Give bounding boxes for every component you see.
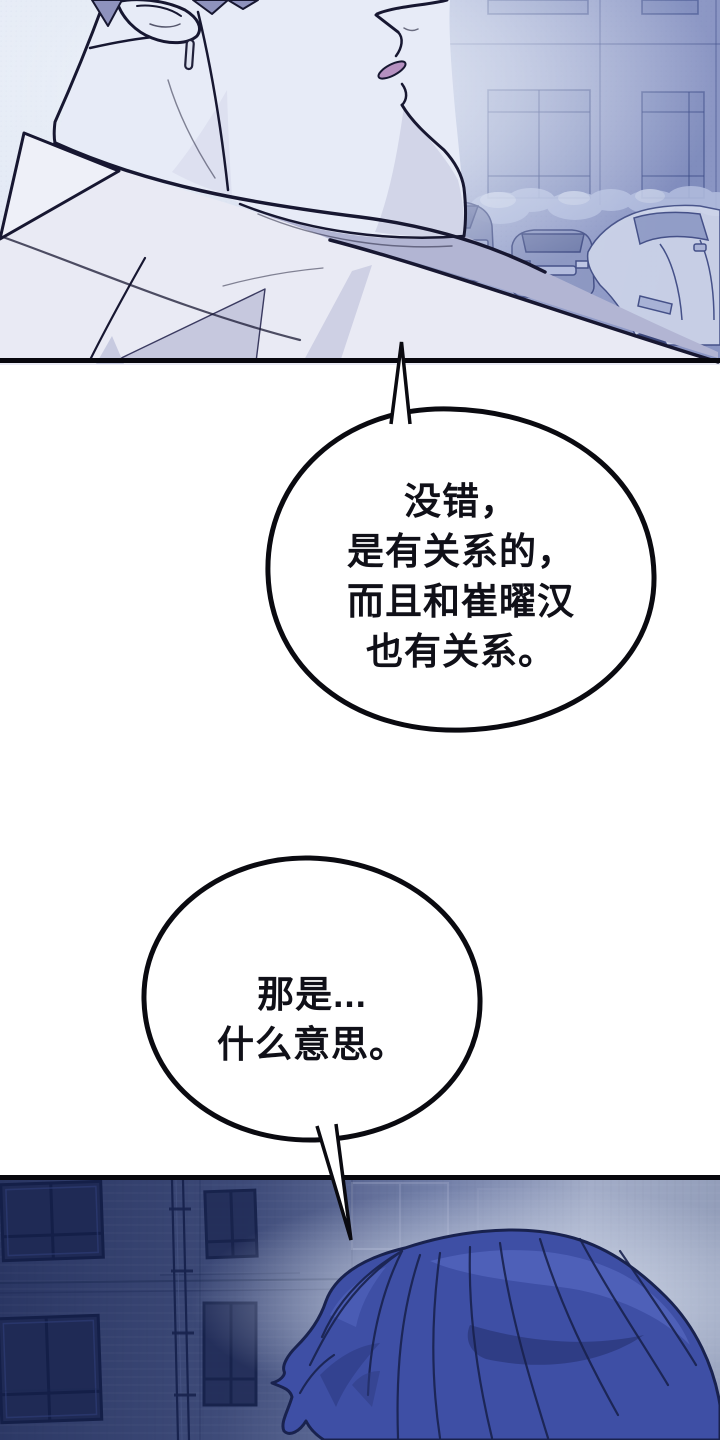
near-shoulder-line (328, 238, 720, 364)
hair-shadow (320, 1343, 380, 1407)
earring (184, 38, 195, 71)
bubble-1-text: 没错， 是有关系的， 而且和崔曜汉 也有关系。 (347, 481, 575, 672)
speech-bubble-1 (265, 341, 657, 733)
shirt-fold-wedge (96, 336, 124, 364)
bubble-1-outline (265, 406, 657, 733)
hair-wedges (91, 0, 259, 27)
panel-bottom (0, 1175, 720, 1440)
man-profile (0, 0, 720, 365)
shirt-fold-line (222, 267, 324, 287)
neck-shading (375, 106, 465, 237)
hair-highlight (430, 1250, 690, 1345)
panel-border (0, 1175, 720, 1180)
neck-back-line (196, 10, 230, 192)
hair-shadow (467, 1325, 644, 1365)
bubble-1-tail (389, 341, 412, 425)
hair-shadow (352, 1371, 380, 1407)
nostril-line (403, 27, 419, 32)
shirt-fold-wedge (303, 265, 372, 362)
shirt-fold-line (0, 234, 302, 342)
neck-back-shading (172, 90, 232, 196)
face-profile-line (374, 0, 449, 34)
back-head-line (52, 0, 106, 145)
far-shoulder-line (53, 141, 547, 274)
panel-top-art (0, 0, 720, 365)
philtrum-line (394, 30, 403, 58)
throat-line (400, 103, 467, 238)
speech-bubble-2 (141, 855, 483, 1241)
hair-highlight (330, 1267, 386, 1327)
chin-line (400, 82, 408, 107)
blue-haired-man (270, 1228, 720, 1440)
panel-bottom-art (0, 1175, 720, 1440)
collar-flap (0, 131, 121, 241)
neck-crease (167, 79, 216, 179)
hair-strands (298, 1237, 698, 1440)
collar-neckline (238, 202, 466, 239)
shirt-fold-line (88, 256, 147, 362)
bubble-2-outline (141, 855, 483, 1143)
shirt (0, 144, 720, 365)
lips (377, 60, 407, 80)
panel-top (0, 0, 720, 365)
bubble-2-text: 那是... 什么意思。 (217, 974, 407, 1065)
ear (115, 0, 201, 45)
bubble-2-tail (315, 1123, 353, 1241)
collar-inner-line (257, 213, 453, 248)
panel-border (0, 358, 720, 363)
skin (56, 0, 465, 239)
